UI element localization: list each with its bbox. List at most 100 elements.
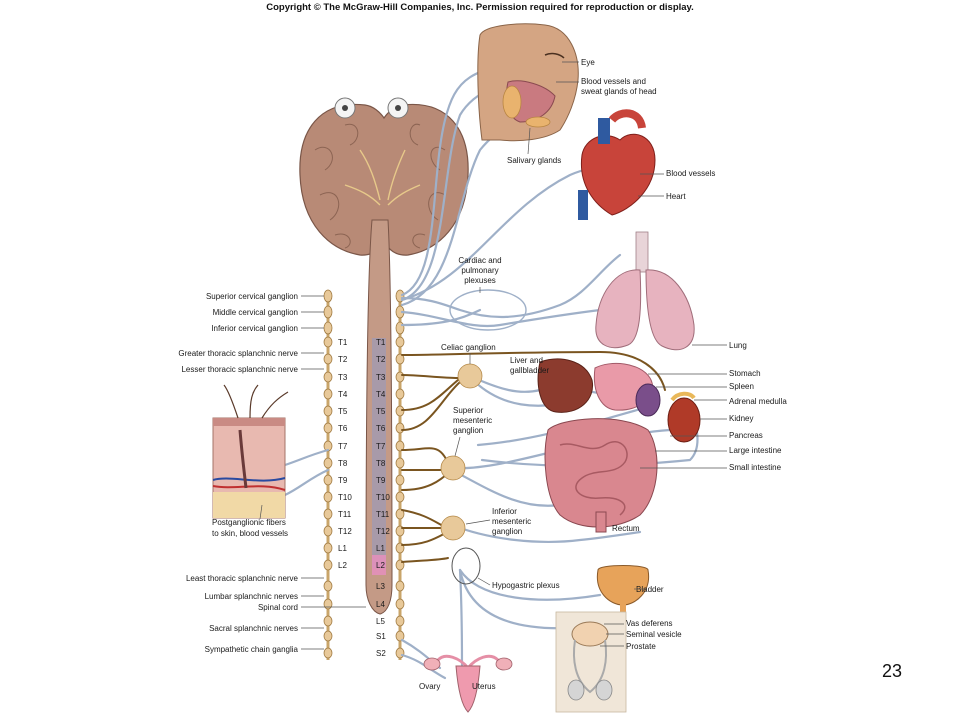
copyright-notice: Copyright © The McGraw-Hill Companies, I… [266,2,694,13]
chain-ganglion [395,353,405,365]
vas-deferens-label: Vas deferens [626,619,673,628]
segment-label-right: T1 [376,338,386,347]
segment-label-right: S2 [376,649,386,658]
eye-label: Eye [581,58,595,67]
segment-label-left: T5 [338,407,348,416]
skin-label-line2: to skin, blood vessels [212,529,288,538]
left-label: Lumbar splanchnic nerves [205,592,298,601]
adrenal-label: Adrenal medulla [729,397,787,406]
chain-ganglion [323,630,333,642]
segment-label-left: T9 [338,476,348,485]
superior-mesenteric-ganglion [440,455,466,481]
bladder-label: Bladder [636,585,664,594]
hypogastric-label: Hypogastric plexus [492,581,560,590]
prevertebral-ganglia [440,363,483,541]
chain-ganglion [323,457,333,469]
cardiac-label-3: plexuses [464,276,496,285]
segment-label-left: L2 [338,561,347,570]
left-label: Spinal cord [258,603,298,612]
chain-ganglion [323,615,333,627]
male-reproductive-illustration [555,611,627,713]
head-vessels-label-2: sweat glands of head [581,87,657,96]
segment-label-right: T3 [376,373,386,382]
svg-text:to skin, blood vessels: to skin, blood vessels [212,529,288,538]
abdominal-organs [537,358,701,533]
skin-label-line1: Postganglionic fibers [212,518,286,527]
chain-ganglion [323,336,333,348]
segment-label-left: T2 [338,355,348,364]
segment-label-left: T3 [338,373,348,382]
chain-ganglion [395,615,405,627]
segment-label-right: T2 [376,355,386,364]
cervical-ganglion [323,321,333,335]
heart-illustration [578,109,656,220]
segment-label-right: T6 [376,424,386,433]
segment-label-right: T4 [376,390,386,399]
head-vessels-label-1: Blood vessels and [581,77,646,86]
segment-label-left: T4 [338,390,348,399]
female-reproductive-illustration [423,654,513,713]
brain-illustration [299,97,469,256]
chain-ganglion [395,474,405,486]
inf-mesenteric-label-1: Inferior [492,507,517,516]
segment-label-right: T7 [376,442,386,451]
chain-ganglion [323,353,333,365]
chain-ganglion [395,491,405,503]
liver [537,358,594,413]
segment-label-left: T11 [338,510,352,519]
left-label: Sympathetic chain ganglia [205,645,299,654]
left-label: Superior cervical ganglion [206,292,298,301]
chain-ganglion [395,336,405,348]
left-label: Lesser thoracic splanchnic nerve [181,365,298,374]
kidney [667,397,701,443]
segment-label-right: T11 [376,510,390,519]
chain-ganglion [323,525,333,537]
segment-label-left: T7 [338,442,348,451]
segment-label-right: T5 [376,407,386,416]
rectum [595,511,607,533]
segment-label-right: T8 [376,459,386,468]
chain-ganglion [395,630,405,642]
left-label: Middle cervical ganglion [213,308,298,317]
segment-label-right: L1 [376,544,385,553]
cardiac-label-2: pulmonary [461,266,498,275]
cardiac-label-1: Cardiac and [458,256,501,265]
skin-section-illustration [212,384,289,519]
heart-label: Heart [666,192,686,201]
segment-label-right: L5 [376,617,385,626]
segment-label-right: L2 [376,561,385,570]
chain-ganglion [323,647,333,659]
head-illustration [477,23,579,142]
chain-ganglion [323,474,333,486]
chain-ganglion [395,580,405,592]
sup-mesenteric-label-3: ganglion [453,426,483,435]
chain-ganglion [395,508,405,520]
inf-mesenteric-label-3: ganglion [492,527,522,536]
uterus [455,665,481,713]
segment-label-left: T6 [338,424,348,433]
chain-ganglion [323,559,333,571]
chain-ganglion [395,457,405,469]
rectum-label: Rectum [612,524,640,533]
left-label: Least thoracic splanchnic nerve [186,574,299,583]
skin-labels: Postganglionic fibers to skin, blood ves… [212,504,288,538]
intestines [544,418,658,528]
segment-labels: T1T1T2T2T3T3T4T4T5T5T6T6T7T7T8T8T9T9T10T… [338,338,390,658]
left-label: Sacral splanchnic nerves [209,624,298,633]
uterus-label: Uterus [472,682,496,691]
chain-ganglion [395,405,405,417]
large-intestine-label: Large intestine [729,446,782,455]
svg-text:Postganglionic fibers: Postganglionic fibers [212,518,286,527]
chain-ganglion [395,422,405,434]
spleen [635,383,661,417]
lung-illustration [595,231,695,351]
chain-ganglion [323,491,333,503]
segment-label-right: L3 [376,582,385,591]
sup-mesenteric-label-2: mesenteric [453,416,492,425]
spinal-cord [365,219,393,615]
kidney-label: Kidney [729,414,753,423]
small-intestine-label: Small intestine [729,463,782,472]
chain-ganglion [395,388,405,400]
chain-ganglion [395,440,405,452]
